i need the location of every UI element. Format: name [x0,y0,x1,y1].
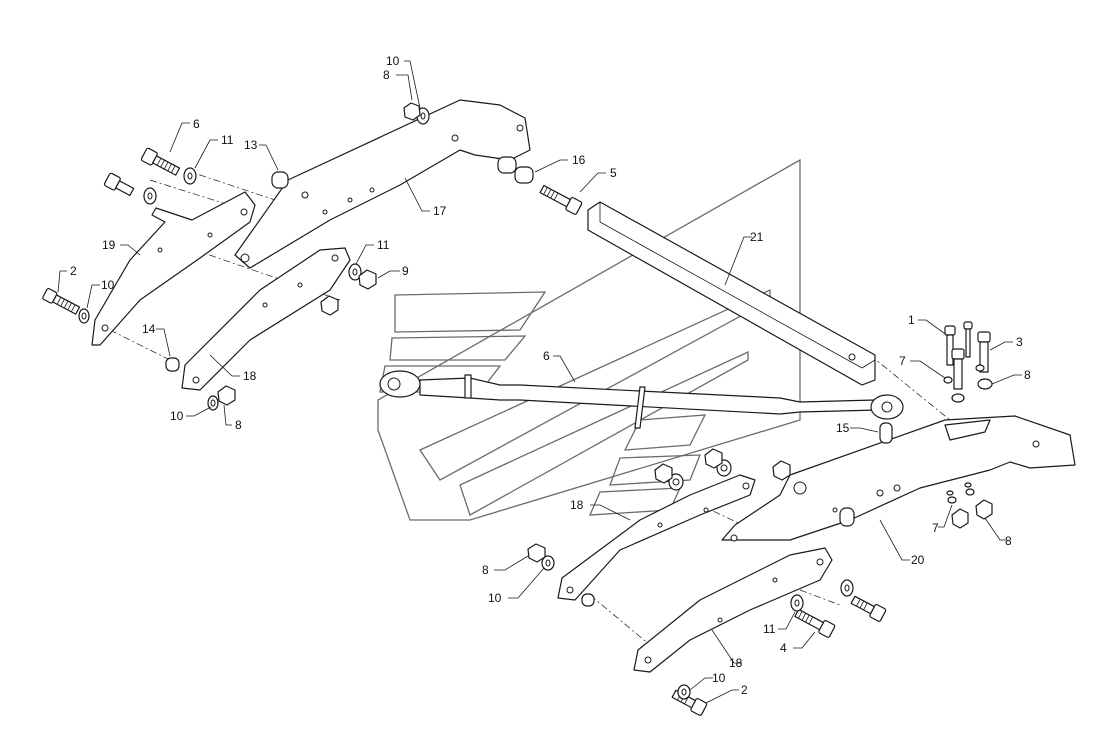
callout-label: 17 [433,204,447,218]
callout-label: 10 [386,54,400,68]
callout-label: 4 [780,641,787,655]
callout-label: 10 [101,278,115,292]
callout-label: 11 [221,133,234,147]
callout-label: 6 [193,117,200,131]
bolt-2-left [42,288,81,315]
callout-label: 21 [750,230,764,244]
left-bracket-19 [91,191,256,346]
callout-label: 8 [1024,368,1031,382]
callout-label: 1 [908,313,915,327]
middle-plate-18 [557,474,756,601]
callout-label: 8 [1005,534,1012,548]
callout-label: 20 [911,553,925,567]
callout-label: 8 [482,563,489,577]
callout-label: 13 [244,138,258,152]
cross-tube-21 [587,201,876,386]
bolt-5 [539,184,583,215]
callout-label: 8 [383,68,390,82]
bolt-4 [794,608,836,638]
callout-label: 10 [488,591,502,605]
callout-label: 16 [572,153,586,167]
callout-label: 5 [610,166,617,180]
callout-label: 8 [235,418,242,432]
callout-label: 11 [763,622,776,636]
bolt-small [963,321,973,358]
bolt-center [951,348,965,390]
callout-label: 3 [1016,335,1023,349]
callout-label: 9 [402,264,409,278]
nuts-and-bushings [165,102,993,607]
fasteners [42,102,993,716]
left-plate-18 [181,247,351,391]
callout-label: 2 [741,683,748,697]
callout-label: 11 [377,238,390,252]
right-arm-20 [721,415,1076,542]
leader-lines [57,60,1022,704]
callout-label: 18 [243,369,257,383]
callout-label: 2 [70,264,77,278]
callout-label: 6 [543,349,550,363]
bolt-left [103,172,135,197]
bolt-right-lower [850,595,887,622]
callout-label: 15 [836,421,850,435]
callout-label: 10 [170,409,184,423]
callout-labels: 10 8 6 11 13 16 5 17 19 2 10 11 9 21 14 … [70,54,1031,697]
callout-label: 18 [570,498,584,512]
callout-label: 14 [142,322,156,336]
bolt-6-upper [140,147,181,176]
bolt-3 [977,331,991,373]
upper-left-arm-17 [234,99,531,269]
lower-plate-18 [633,547,833,673]
callout-label: 7 [932,521,939,535]
callout-label: 7 [899,354,906,368]
callout-label: 10 [712,671,726,685]
callout-label: 18 [729,656,743,670]
tie-rod-6 [379,370,904,429]
callout-label: 19 [102,238,116,252]
